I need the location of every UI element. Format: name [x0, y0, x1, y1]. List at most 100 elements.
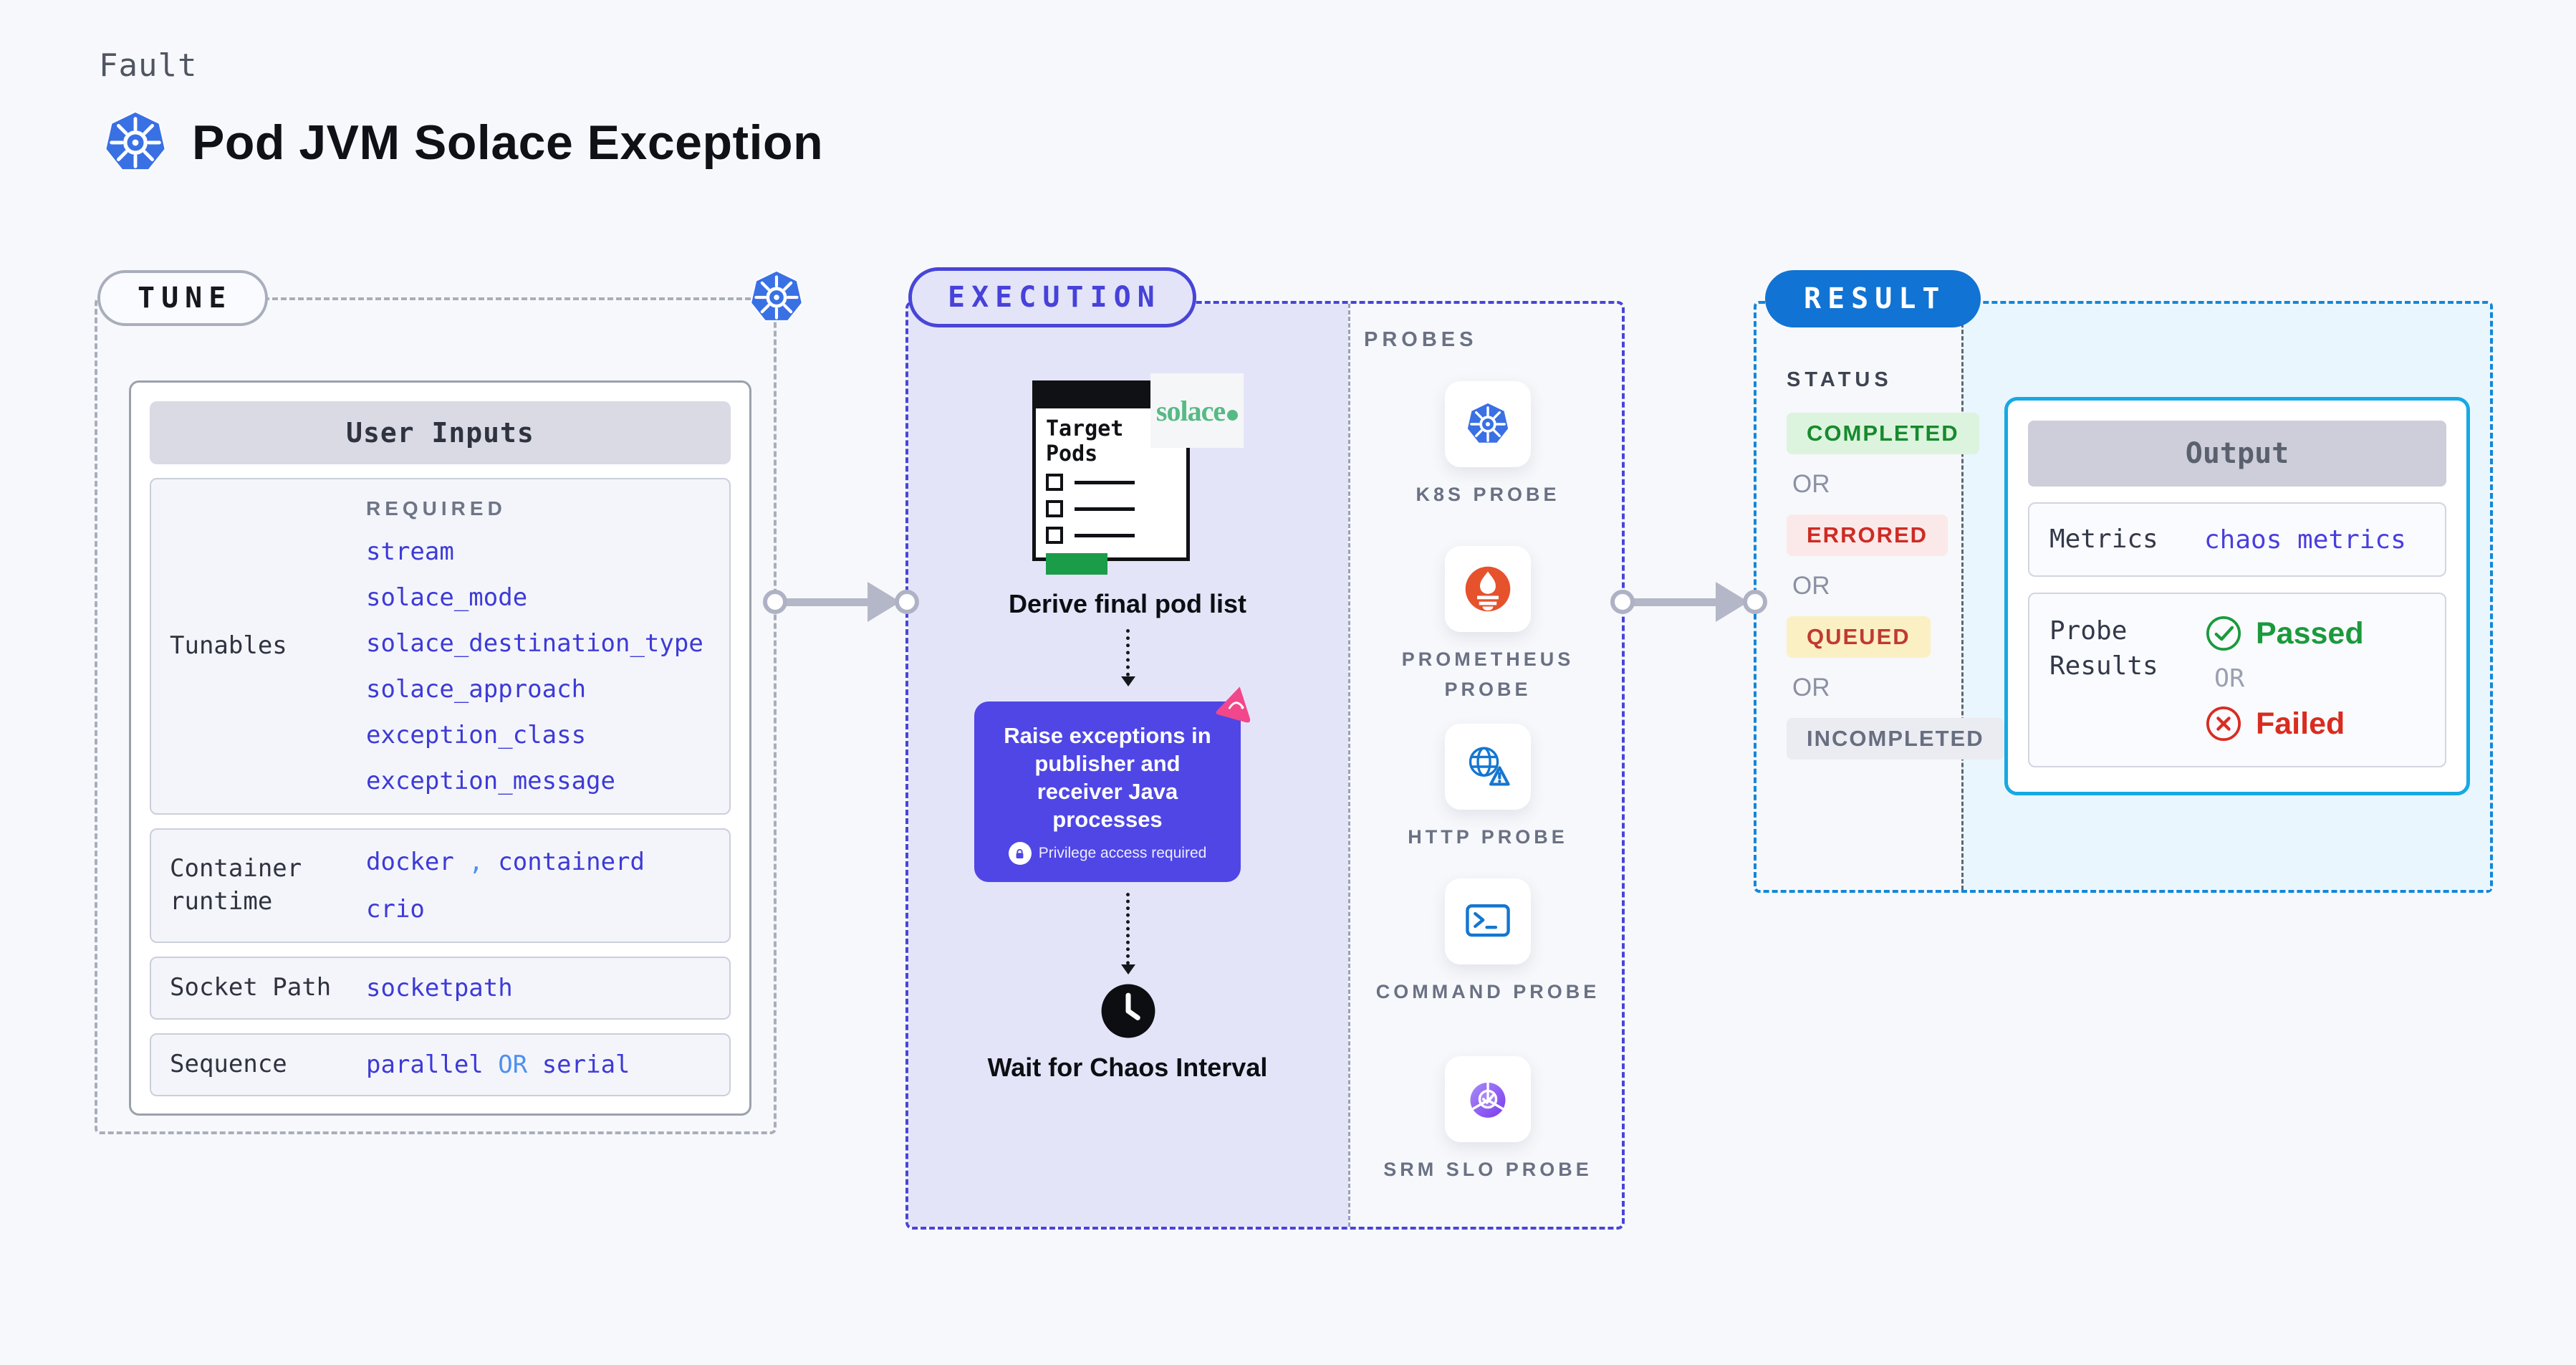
container-runtime-row: Container runtime docker , containerd cr… — [150, 828, 731, 943]
tunables-label: Tunables — [170, 631, 287, 661]
pod-list-item — [1046, 500, 1176, 517]
runtime-crio: crio — [366, 895, 425, 924]
sequence-parallel: parallel — [366, 1050, 484, 1079]
srm-slo-gauge-icon — [1464, 1075, 1512, 1124]
metrics-label: Metrics — [2049, 524, 2158, 554]
failed-text: Failed — [2256, 706, 2345, 741]
check-circle-icon — [2204, 614, 2243, 653]
srm-slo-probe-label: SRM SLO PROBE — [1383, 1159, 1592, 1180]
arrow-line — [1632, 598, 1720, 606]
pod-line-bar — [1075, 533, 1135, 537]
tunables-values: REQUIRED stream solace_mode solace_desti… — [366, 497, 729, 795]
probe-results-values: Passed OR Failed — [2204, 614, 2364, 743]
derive-pod-list-step: Derive final pod list — [1008, 589, 1247, 618]
command-probe-card — [1445, 878, 1531, 964]
status-or: OR — [1792, 470, 1830, 498]
srm-slo-probe-card — [1445, 1056, 1531, 1142]
result-section-pill: RESULT — [1765, 270, 1981, 327]
status-badge-completed: COMPLETED — [1787, 413, 1979, 454]
arrow-end-dot — [1743, 590, 1767, 614]
probe-results-or: OR — [2214, 664, 2245, 693]
sequence-or: OR — [498, 1050, 528, 1079]
status-or: OR — [1792, 572, 1830, 600]
checkbox-icon — [1046, 527, 1063, 544]
tunable-item: solace_destination_type — [366, 629, 703, 658]
result-section: STATUS COMPLETED OR ERRORED OR QUEUED OR… — [1754, 301, 2493, 893]
wait-chaos-interval-step: Wait for Chaos Interval — [987, 1053, 1268, 1082]
x-circle-icon — [2204, 704, 2243, 743]
passed-line: Passed — [2204, 614, 2364, 653]
lock-icon — [1008, 842, 1032, 866]
status-badge-incompleted: INCOMPLETED — [1787, 718, 2004, 760]
raise-exceptions-step: Raise exceptions in publisher and receiv… — [974, 701, 1241, 882]
status-output-divider — [1961, 304, 1964, 890]
tune-section-pill: TUNE — [97, 270, 269, 326]
privilege-note: Privilege access required — [1008, 842, 1207, 866]
tune-to-execution-arrow — [763, 581, 919, 623]
runtime-separator: , — [468, 848, 484, 876]
tune-section: User Inputs Tunables REQUIRED stream sol… — [95, 297, 777, 1134]
checkbox-icon — [1046, 474, 1063, 491]
output-card: Output Metrics chaos metrics Probe Resul… — [2004, 397, 2470, 795]
tunable-item: exception_class — [366, 721, 587, 749]
solace-logo: solace — [1150, 373, 1244, 448]
http-probe-card — [1445, 724, 1531, 810]
pod-list-item — [1046, 474, 1176, 491]
kubernetes-icon — [1464, 400, 1512, 449]
required-label: REQUIRED — [366, 497, 506, 519]
sequence-serial: serial — [542, 1050, 630, 1079]
container-runtime-label: Container runtime — [170, 854, 302, 916]
pod-list-item — [1046, 527, 1176, 544]
sequence-label: Sequence — [170, 1050, 287, 1079]
prometheus-icon — [1464, 565, 1512, 613]
raise-exceptions-text: Raise exceptions in publisher and receiv… — [1004, 722, 1211, 833]
k8s-probe-label: K8S PROBE — [1416, 484, 1560, 505]
tunable-item: solace_mode — [366, 583, 528, 612]
socket-path-label: Socket Path — [170, 973, 332, 1002]
probe-results-label: Probe Results — [2049, 616, 2158, 681]
sequence-row: Sequence parallel OR serial — [150, 1033, 731, 1096]
tunables-row: Tunables REQUIRED stream solace_mode sol… — [150, 478, 731, 815]
output-header: Output — [2028, 421, 2446, 487]
status-list: COMPLETED OR ERRORED OR QUEUED OR INCOMP… — [1787, 413, 2004, 775]
tunable-item: exception_message — [366, 767, 615, 795]
status-badge-errored: ERRORED — [1787, 514, 1948, 556]
flow-arrow-down — [1121, 893, 1135, 974]
kubernetes-icon — [746, 267, 807, 327]
status-badge-queued: QUEUED — [1787, 616, 1931, 658]
solace-dot-icon — [1227, 409, 1239, 421]
container-runtime-values: docker , containerd crio — [366, 848, 729, 924]
passed-text: Passed — [2256, 616, 2364, 651]
http-globe-warning-icon — [1464, 742, 1512, 791]
privilege-note-text: Privilege access required — [1038, 845, 1207, 862]
solace-wordmark: solace — [1155, 394, 1226, 427]
user-inputs-header: User Inputs — [150, 401, 731, 464]
sequence-value: parallel OR serial — [366, 1050, 729, 1079]
chaos-icon — [1215, 682, 1258, 725]
kubernetes-icon — [100, 107, 170, 178]
terminal-icon — [1464, 897, 1512, 946]
socket-path-row: Socket Path socketpath — [150, 957, 731, 1020]
metrics-value: chaos metrics — [2204, 525, 2406, 555]
clock-icon — [1100, 983, 1156, 1039]
pod-line-bar — [1075, 480, 1135, 484]
progress-bar — [1046, 553, 1107, 575]
k8s-probe-card — [1445, 381, 1531, 467]
page-title: Pod JVM Solace Exception — [192, 115, 824, 170]
execution-section-pill: EXECUTION — [908, 267, 1196, 327]
page-header: Pod JVM Solace Exception — [100, 107, 823, 178]
tunable-item: solace_approach — [366, 675, 587, 704]
checkbox-icon — [1046, 500, 1063, 517]
target-pods-title: Target Pods — [1046, 416, 1124, 466]
execution-to-result-arrow — [1610, 581, 1767, 623]
prometheus-probe-label: PROMETHEUS PROBE — [1401, 648, 1575, 700]
flow-arrow-down — [1121, 629, 1135, 686]
probes-label: PROBES — [1364, 328, 1478, 351]
status-label: STATUS — [1787, 368, 1893, 391]
user-inputs-card: User Inputs Tunables REQUIRED stream sol… — [129, 380, 751, 1116]
tunable-item: stream — [366, 537, 454, 566]
command-probe-label: COMMAND PROBE — [1375, 981, 1600, 1002]
runtime-docker: docker — [366, 848, 454, 876]
execution-probes-divider — [1348, 304, 1350, 1227]
metrics-row: Metrics chaos metrics — [2028, 502, 2446, 577]
